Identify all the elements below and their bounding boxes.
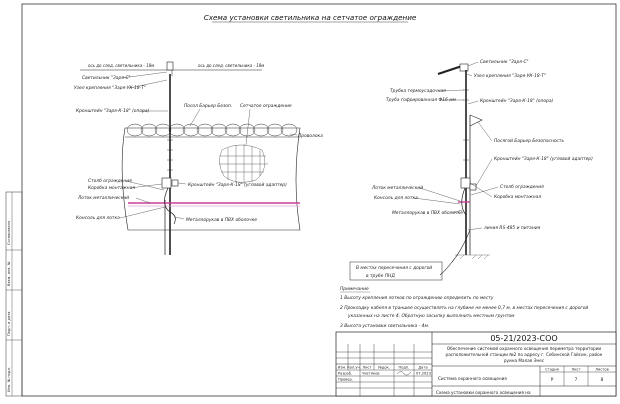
right-label-console: Консоль для лотка	[374, 195, 418, 201]
sheet-count: 8	[601, 377, 604, 382]
left-view: ось до след. светильника - 18м ось до сл…	[74, 61, 323, 255]
rev-col-head: №док.	[378, 366, 390, 370]
rev-col-head: Лист	[362, 366, 371, 370]
role-checker: Провер.	[338, 378, 353, 382]
left-label-barrier: Посол Барьер Безоп.	[184, 103, 232, 109]
left-label-mesh: Сетчатое ограждение	[240, 103, 292, 109]
note-item: 2 Прокладку кабеля в траншее осуществлят…	[340, 305, 588, 311]
right-label-tray: Лоток металлический	[371, 185, 423, 191]
left-label-hose: Металлорукав в ПВХ оболочке	[186, 217, 257, 223]
right-label-tube2: Труба гофрированная Ф16 мм	[386, 97, 457, 103]
project-desc-line: руина Малая Энес	[504, 358, 545, 363]
left-label-post: Столб ограждения	[88, 178, 132, 184]
right-view: Светильник "Заря-С" Узел крепления "Заря…	[349, 59, 593, 281]
stage-head: Лист	[571, 368, 580, 372]
note-item: 1 Высоту крепления лотков по ограждению …	[340, 295, 494, 301]
right-lamp-icon	[459, 63, 469, 72]
right-label-tube1: Трубка термоусадочная	[390, 88, 446, 94]
note-item: указанных на листе 4. Обратную засыпку в…	[347, 313, 515, 319]
system-name: Система охранного освещения	[438, 376, 507, 381]
drawing-code: 05-21/2023-СОО	[490, 334, 557, 343]
right-label-hose: Металлорукав в ПВХ оболочке	[392, 210, 463, 216]
right-label-crossing-1: В местах пересечения с дорогой	[356, 265, 432, 271]
right-label-bracket: Кронштейн "Заря-К-18" (опора)	[480, 98, 554, 104]
stage-head: Стадия	[545, 368, 559, 372]
side-stamp-inv-orig: Инв. № подл.	[7, 367, 11, 392]
left-dim-label-left: ось до след. светильника - 18м	[88, 63, 154, 68]
left-label-bracket: Кронштейн "Заря-К-18" (опора)	[76, 108, 150, 114]
left-label-mount: Узел крепления "Заря-УК-18-Т"	[74, 85, 146, 91]
right-ground-hatch	[453, 254, 490, 260]
left-dim-label-right: ось до след. светильника - 18м	[198, 63, 264, 68]
project-desc-line: расположительной станции №2 по адресу г.…	[446, 352, 603, 357]
rev-col-head: Кол.уч.	[347, 366, 361, 370]
left-label-wire: Проволока	[298, 133, 323, 139]
project-desc-line: Обеспечение системой охранного освещения…	[447, 346, 602, 351]
right-barrier-bracket	[469, 114, 483, 127]
right-label-post: Столб ограждения	[500, 184, 544, 190]
drawing-title: Схема установки светильника на сетчатое …	[204, 13, 417, 22]
developer-date: 07.2023	[416, 372, 431, 376]
right-lamp-arm	[437, 64, 463, 76]
right-junction-box	[460, 177, 471, 189]
signature-scribble	[396, 371, 412, 376]
right-cable-line	[439, 229, 471, 276]
side-stamp-inv-replace: Взам. инв. №	[7, 261, 11, 286]
right-crossing-callout	[349, 261, 443, 281]
notes-block: Примечание 1 Высоту крепления лотков по …	[340, 286, 588, 329]
sheet-title: Схема установки охранного освещения на	[436, 390, 531, 395]
left-label-console: Консоль для лотка	[76, 215, 120, 221]
stage-value: Р	[551, 377, 554, 382]
fence-body-outline	[121, 127, 301, 231]
side-stamp-sign-date: Подп. и дата	[7, 312, 11, 336]
left-metal-hose	[164, 187, 176, 225]
developer-name: Чистяков	[362, 372, 380, 376]
right-label-lamp: Светильник "Заря-С"	[480, 59, 529, 65]
title-block: 05-21/2023-СОО Обеспечение системой охра…	[335, 331, 617, 397]
left-label-lamp: Светильник "Заря-С"	[82, 75, 131, 81]
sheet-number: 7	[575, 377, 578, 382]
right-label-adapter: Кронштейн "Заря-К-18" (угловой адаптер)	[494, 156, 593, 162]
right-label-barrier-1: Посягой Барьер Безопасность	[494, 138, 564, 144]
right-metal-hose	[461, 187, 467, 240]
rev-col-head: Дата	[418, 366, 427, 370]
rev-col-head: Изм.	[338, 366, 346, 370]
stage-head: Листов	[595, 368, 608, 372]
rev-col-head: Подп.	[399, 366, 410, 370]
left-junction-box	[161, 177, 172, 189]
left-label-adapter: Кронштейн "Заря-К-18" (угловой адаптер)	[188, 182, 287, 188]
left-label-tray: Лоток металлический	[77, 195, 129, 201]
notes-heading: Примечание	[340, 286, 369, 292]
mesh-patch	[219, 144, 268, 184]
left-lamp-icon	[166, 61, 174, 71]
side-stamp: Согласовано Взам. инв. № Подп. и дата Ин…	[5, 191, 23, 397]
left-label-box: Коробка монтажная	[88, 185, 135, 191]
right-label-crossing-2: в трубе ПНД	[366, 273, 395, 279]
side-stamp-agreed: Согласовано	[7, 221, 11, 245]
note-item: 3 Высота установки светильника - 4м.	[340, 323, 429, 329]
role-developer: Разраб.	[338, 372, 352, 376]
right-label-mount: Узел крепления "Заря-УК-18-Т"	[474, 73, 546, 79]
right-label-box: Коробка монтажная	[494, 194, 541, 200]
left-adapter-bracket	[171, 179, 179, 187]
right-label-cable: линия RS-485 и питания	[483, 225, 541, 231]
